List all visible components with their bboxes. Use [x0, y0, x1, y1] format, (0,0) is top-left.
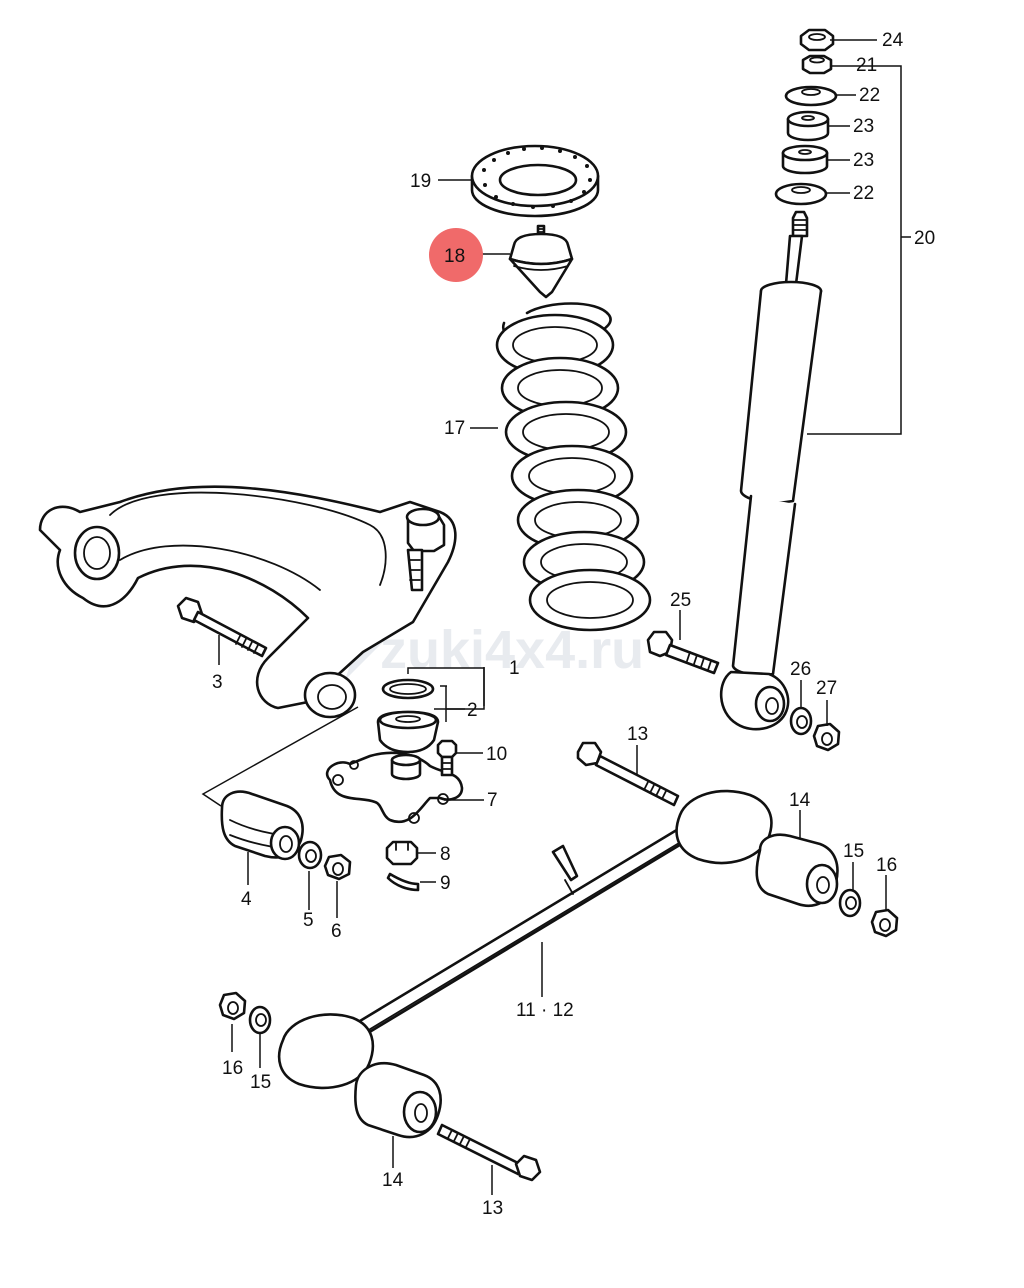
part-14-bushing-left[interactable]	[354, 1062, 442, 1139]
part-17-coil-spring[interactable]	[495, 302, 652, 632]
part-16-nut-right[interactable]	[870, 908, 899, 938]
label-9: 9	[440, 873, 451, 894]
label-16-left: 16	[222, 1058, 243, 1079]
part-19-spring-seat[interactable]	[470, 144, 600, 218]
label-19: 19	[410, 171, 431, 192]
part-21-nut[interactable]	[801, 54, 833, 75]
part-8-castle-nut[interactable]	[385, 840, 419, 866]
label-13-top: 13	[627, 724, 648, 745]
label-5: 5	[303, 910, 314, 931]
label-27: 27	[816, 678, 837, 699]
label-7: 7	[487, 790, 498, 811]
label-23-bottom: 23	[853, 150, 874, 171]
label-21: 21	[856, 55, 877, 76]
label-8: 8	[440, 844, 451, 865]
part-18-bump-stop[interactable]	[508, 224, 574, 299]
label-24: 24	[882, 30, 904, 51]
part-26-washer[interactable]	[789, 706, 813, 736]
part-13-bolt-top[interactable]	[576, 741, 680, 807]
part-2-ring[interactable]	[381, 678, 435, 700]
part-15-washer-left[interactable]	[248, 1005, 272, 1035]
part-22-washer-top[interactable]	[784, 85, 838, 107]
part-23-bushing-bottom[interactable]	[781, 144, 829, 175]
part-25-bolt[interactable]	[646, 630, 720, 675]
label-13-bottom: 13	[482, 1198, 503, 1219]
label-14-right: 14	[789, 790, 811, 811]
leader-lines	[218, 39, 887, 1195]
part-11-12-lateral-rod[interactable]	[277, 789, 773, 1090]
part-10-bolt[interactable]	[436, 739, 458, 777]
part-16-nut-left[interactable]	[218, 991, 247, 1021]
leader-bracket-20	[807, 65, 911, 435]
part-3-bolt[interactable]	[176, 596, 268, 658]
label-15-left: 15	[250, 1072, 271, 1093]
label-25: 25	[670, 590, 691, 611]
label-15-right: 15	[843, 841, 864, 862]
label-10: 10	[486, 744, 507, 765]
part-4-bushing[interactable]	[220, 790, 304, 861]
part-5-washer[interactable]	[297, 840, 323, 870]
label-3: 3	[212, 672, 223, 693]
part-27-nut[interactable]	[812, 722, 841, 752]
label-18: 18	[444, 246, 465, 267]
part-14-bushing-right[interactable]	[755, 833, 839, 907]
label-6: 6	[331, 921, 342, 942]
part-6-nut[interactable]	[323, 853, 352, 881]
label-23-top: 23	[853, 116, 874, 137]
label-26: 26	[790, 659, 811, 680]
part-24-nut[interactable]	[799, 28, 835, 52]
label-4: 4	[241, 889, 252, 910]
label-17: 17	[444, 418, 465, 439]
part-20-shock-absorber[interactable]	[719, 210, 823, 731]
label-1: 1	[509, 658, 520, 679]
part-13-bolt-bottom[interactable]	[436, 1123, 542, 1182]
label-16-right: 16	[876, 855, 897, 876]
part-9-cotter-pin[interactable]	[386, 872, 420, 892]
part-7-ball-joint[interactable]	[325, 751, 464, 824]
callout-labels: 24 21 22 23 23 22 20 19 18 17 1 2 3 10 7…	[212, 30, 935, 1219]
label-22-bottom: 22	[853, 183, 874, 204]
part-23-bushing-top[interactable]	[786, 110, 830, 142]
label-14-left: 14	[382, 1170, 404, 1191]
highlight-marker	[429, 228, 483, 282]
part-22-washer-bottom[interactable]	[774, 182, 828, 206]
label-2: 2	[467, 700, 478, 721]
part-15-washer-right[interactable]	[838, 888, 862, 918]
label-11-12: 11 · 12	[516, 1000, 574, 1021]
part-1-upper-arm[interactable]	[38, 485, 457, 719]
label-22-top: 22	[859, 85, 880, 106]
label-20: 20	[914, 228, 935, 249]
leader-arm-to-bushing	[201, 706, 359, 807]
part-2-boot[interactable]	[376, 710, 440, 754]
